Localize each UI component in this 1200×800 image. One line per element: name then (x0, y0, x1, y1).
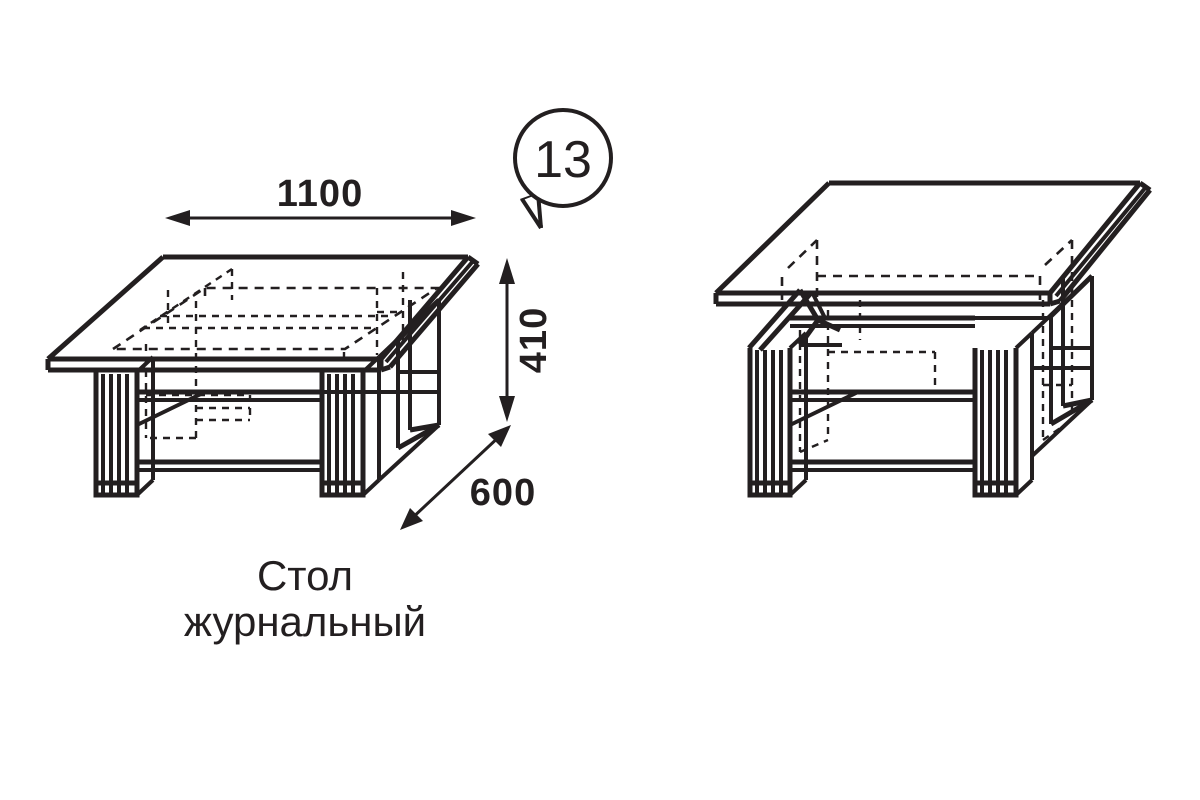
dimension-depth-label: 600 (470, 472, 536, 514)
table-top-left (45, 254, 480, 373)
left-leg-closed (93, 355, 155, 498)
right-leg-closed (319, 355, 381, 498)
lower-shelf-closed (136, 389, 381, 472)
back-panel-open (1016, 274, 1094, 458)
view-open-table (713, 180, 1152, 498)
lower-shelf-open (789, 315, 1032, 472)
callout-bubble: 13 (513, 108, 613, 230)
left-leg-open (747, 331, 808, 498)
caption-line-2: журнальный (184, 598, 426, 645)
dimension-width-label: 1100 (277, 173, 363, 215)
back-panel-closed (377, 298, 441, 482)
caption-block: Стол журнальный (184, 552, 426, 645)
dimension-width: 1100 (165, 173, 476, 226)
dimension-height-label: 410 (513, 307, 555, 373)
right-leg-open (972, 331, 1034, 498)
dimension-depth: 600 (400, 425, 536, 530)
callout-number: 13 (534, 131, 592, 189)
view-closed-table (45, 254, 480, 498)
dimension-height: 410 (499, 258, 555, 422)
caption-line-1: Стол (257, 552, 353, 599)
